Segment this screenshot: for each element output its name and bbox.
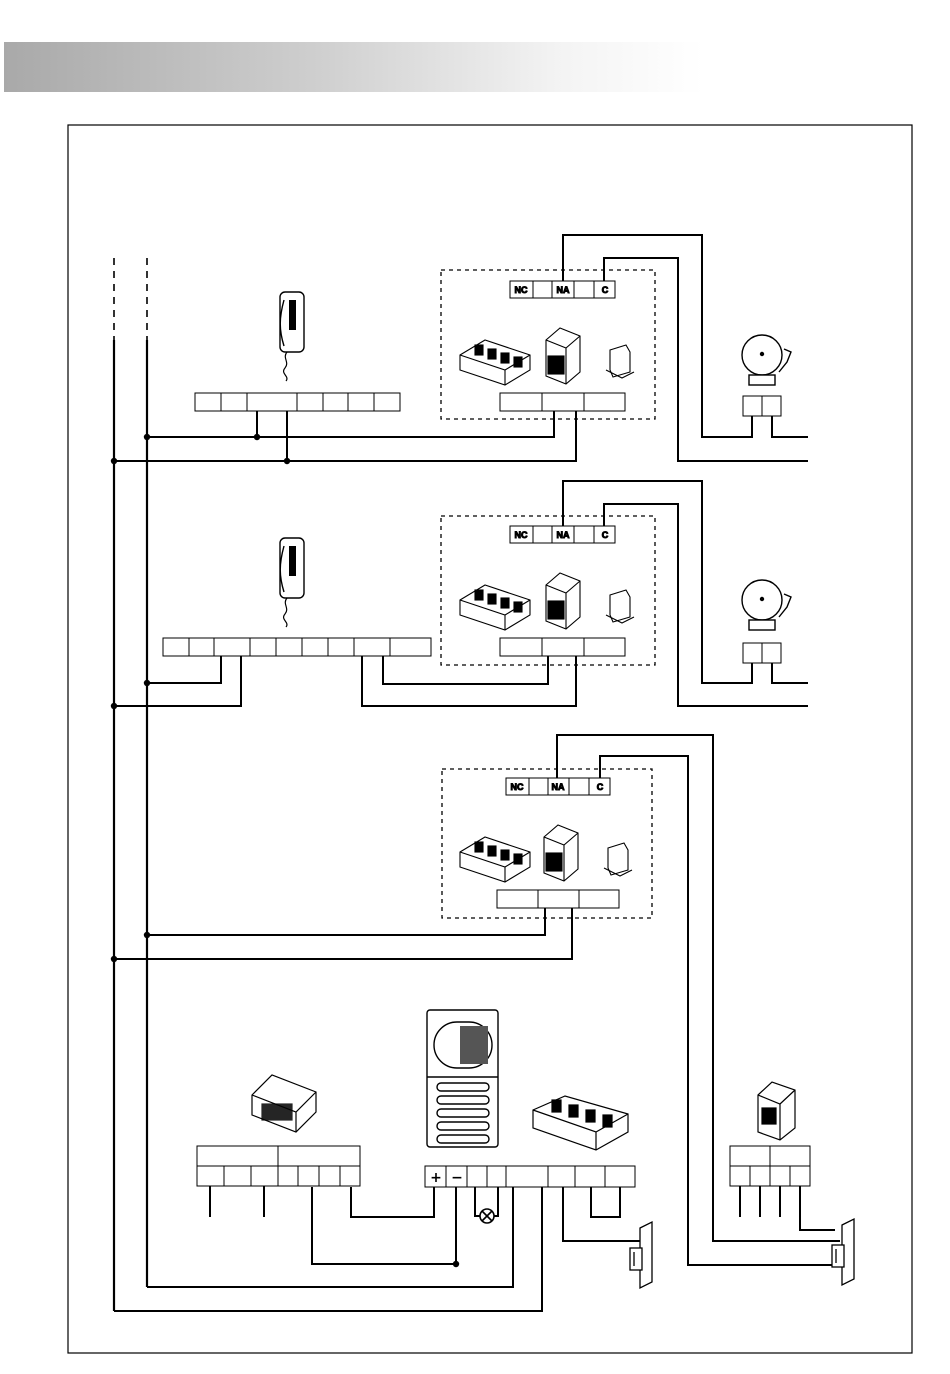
door-panel-plus-label: + (430, 1170, 442, 1186)
door-panel-dip-switch (533, 1096, 628, 1150)
relay-1-nc-label: NC (515, 285, 528, 295)
lock-relay-1 (606, 345, 634, 378)
relay-2-na-label: NA (557, 530, 570, 540)
dip-switch-3 (460, 837, 530, 882)
lock-relay-main (758, 1082, 795, 1140)
panel-lamp (480, 1209, 494, 1223)
lock-relay-main-terminal-block (730, 1146, 810, 1186)
door-panel (427, 1010, 498, 1147)
relay-3-nc-label: NC (511, 782, 524, 792)
bell-1 (742, 335, 791, 385)
lock-relay-3 (604, 843, 632, 876)
handset-1-terminal-block (195, 393, 400, 411)
relay-2-nc-label: NC (515, 530, 528, 540)
relay-1-c-label: C (602, 285, 609, 295)
bus-risers (114, 258, 147, 1311)
bell-2 (742, 580, 791, 630)
relay-1-na-label: NA (557, 285, 570, 295)
relay-3-c-label: C (597, 782, 604, 792)
door-strike-2 (832, 1219, 854, 1285)
handset-1 (280, 292, 304, 381)
door-panel-minus-label: − (451, 1170, 463, 1186)
handset-2-terminal-block (163, 638, 431, 656)
power-supply-main-terminal-block (197, 1146, 360, 1186)
door-strike-1 (630, 1222, 652, 1288)
bell-2-terminal-block (743, 643, 781, 663)
bell-1-terminal-block (743, 396, 781, 416)
bottom-wiring (114, 1186, 835, 1311)
handset-2 (280, 538, 304, 627)
dip-switch-2 (460, 585, 530, 630)
lock-relay-2 (606, 590, 634, 623)
power-supply-unit-1 (546, 328, 580, 384)
power-supply-main (252, 1075, 316, 1132)
dip-switch-1 (460, 340, 530, 385)
level-2-wiring (111, 481, 808, 709)
power-supply-unit-2 (546, 573, 580, 629)
power-supply-unit-3 (544, 825, 578, 881)
relay-2-c-label: C (602, 530, 609, 540)
relay-3-na-label: NA (552, 782, 565, 792)
